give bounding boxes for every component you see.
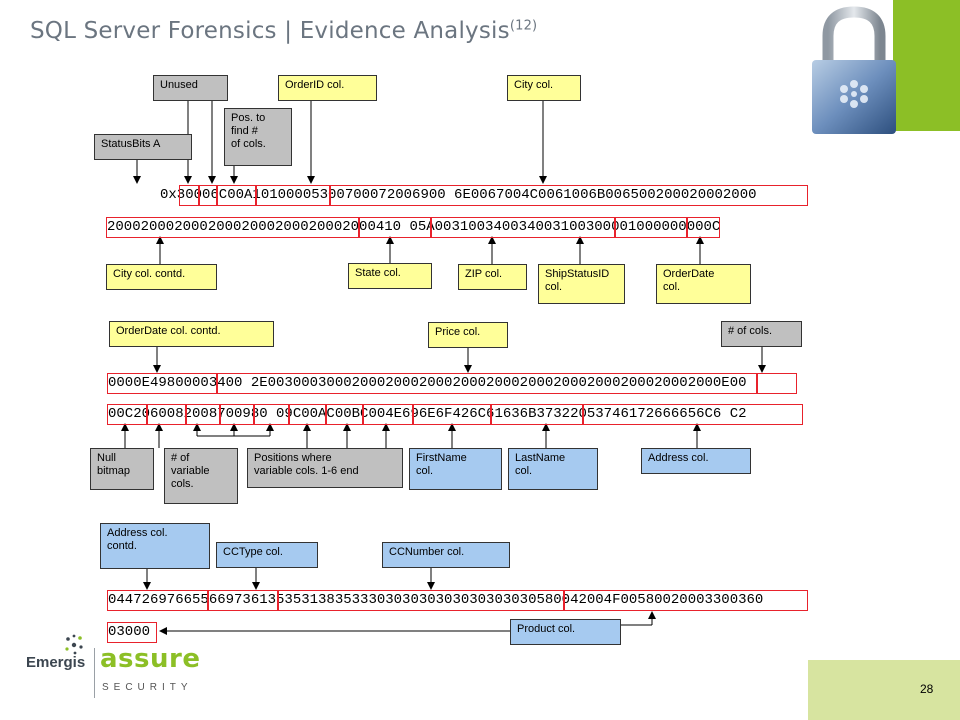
label-firstname-col: FirstName col. (409, 448, 502, 490)
label-shipstatusid-col: ShipStatusID col. (538, 264, 625, 304)
label-cctype-col: CCType col. (216, 542, 318, 568)
slide-title: SQL Server Forensics | Evidence Analysis… (30, 18, 537, 44)
page-number: 28 (920, 682, 934, 696)
hex-field-box (363, 404, 413, 425)
hex-field-box (217, 185, 256, 206)
hex-field-box (186, 404, 220, 425)
label-orderdate-col-contd: OrderDate col. contd. (109, 321, 274, 347)
hex-field-box (107, 404, 147, 425)
hex-line-3: 0000E49800003400 2E003000300020002000200… (108, 375, 747, 391)
hex-line-6: 03000 (108, 624, 151, 640)
label-positions-variable-cols: Positions where variable cols. 1-6 end (247, 448, 403, 488)
hex-field-box (179, 185, 199, 206)
logo-company-name: Emergis (26, 654, 86, 671)
label-orderid-col: OrderID col. (278, 75, 377, 101)
hex-field-box (107, 590, 208, 611)
hex-field-box (147, 404, 186, 425)
page-number-background (808, 660, 960, 720)
hex-field-box (583, 404, 803, 425)
hex-field-box (757, 373, 797, 394)
hex-field-box (330, 185, 808, 206)
hex-field-box (413, 404, 491, 425)
hex-field-box (106, 217, 359, 238)
slide-title-text: SQL Server Forensics | Evidence Analysis (30, 18, 510, 44)
hex-field-box (687, 217, 720, 238)
label-product-col: Product col. (510, 619, 621, 645)
hex-line-4: 00C2060082008700980 09C00AC00BC004E696E6… (108, 406, 747, 422)
label-statusbits-a: StatusBits A (94, 134, 192, 160)
label-unused: Unused (153, 75, 228, 101)
hex-field-box (278, 590, 564, 611)
hex-field-box (208, 590, 278, 611)
hex-field-box (491, 404, 583, 425)
label-state-col: State col. (348, 263, 432, 289)
label-pos-find-cols: Pos. to find # of cols. (224, 108, 292, 166)
hex-line-2: 20002000200020002000200020002000410 05A0… (107, 219, 721, 235)
label-lastname-col: LastName col. (508, 448, 598, 490)
hex-field-box (289, 404, 326, 425)
hex-field-box (564, 590, 808, 611)
emergis-assure-logo: Emergis assure SECURITY (26, 634, 216, 704)
hex-field-box (217, 373, 757, 394)
hex-field-box (107, 622, 157, 643)
logo-star-icon (65, 634, 83, 655)
hex-field-box (256, 185, 330, 206)
logo-tagline: SECURITY (102, 682, 193, 693)
slide-title-superscript: (12) (509, 18, 538, 34)
accent-green-block (893, 0, 960, 131)
label-null-bitmap: Null bitmap (90, 448, 154, 490)
label-num-variable-cols: # of variable cols. (164, 448, 238, 504)
hex-field-box (199, 185, 217, 206)
logo-product-name: assure (100, 644, 201, 674)
hex-field-box (220, 404, 254, 425)
hex-field-box (615, 217, 687, 238)
label-ccnumber-col: CCNumber col. (382, 542, 510, 568)
hex-field-box (326, 404, 363, 425)
padlock-icon (812, 6, 896, 134)
label-address-col-contd: Address col. contd. (100, 523, 210, 569)
label-city-col-contd: City col. contd. (106, 264, 217, 290)
hex-line-5: 0447269766556697361353531383533303030303… (108, 592, 764, 608)
label-num-of-cols: # of cols. (721, 321, 802, 347)
hex-field-box (431, 217, 615, 238)
label-address-col: Address col. (641, 448, 751, 474)
logo-divider (94, 648, 95, 698)
label-city-col: City col. (507, 75, 581, 101)
label-zip-col: ZIP col. (458, 264, 527, 290)
hex-line-1: 0x30006C00A10100005300700072006900 6E006… (160, 187, 757, 203)
label-orderdate-col: OrderDate col. (656, 264, 751, 304)
label-price-col: Price col. (428, 322, 508, 348)
hex-field-box (254, 404, 289, 425)
hex-field-box (107, 373, 217, 394)
hex-field-box (359, 217, 431, 238)
